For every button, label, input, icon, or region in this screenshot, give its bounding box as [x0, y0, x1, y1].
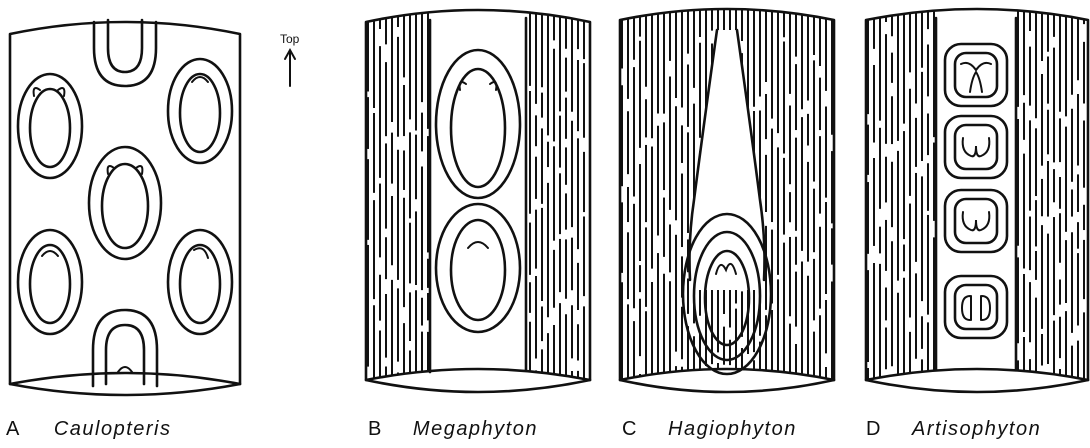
stem-hagiophyton — [620, 0, 834, 395]
panel-taxon-name: Hagiophyton — [668, 418, 797, 440]
leaf-scar — [89, 147, 161, 259]
leaf-scar — [18, 230, 82, 334]
panel-label-d: D Artisophyton — [866, 419, 1041, 439]
panel-letter: B — [368, 418, 381, 440]
stem-artisophyton — [866, 0, 1088, 400]
orientation-label: Top — [280, 33, 299, 45]
panel-taxon-name: Caulopteris — [54, 418, 172, 440]
panel-letter: D — [866, 418, 880, 440]
panel-taxon-name: Megaphyton — [413, 418, 538, 440]
panel-label-b: B Megaphyton — [368, 419, 538, 439]
panel-letter: C — [622, 418, 636, 440]
panel-letter: A — [6, 418, 18, 440]
leaf-scar — [168, 59, 232, 163]
stem-caulopteris — [10, 20, 240, 395]
leaf-scar — [94, 20, 156, 86]
panel-taxon-name: Artisophyton — [912, 418, 1041, 440]
leaf-scar — [168, 230, 232, 334]
leaf-scar — [18, 74, 82, 178]
up-arrow-icon — [285, 50, 295, 86]
stem-megaphyton — [366, 0, 590, 400]
panel-label-a: A Caulopteris — [6, 419, 171, 439]
panel-label-c: C Hagiophyton — [622, 419, 797, 439]
